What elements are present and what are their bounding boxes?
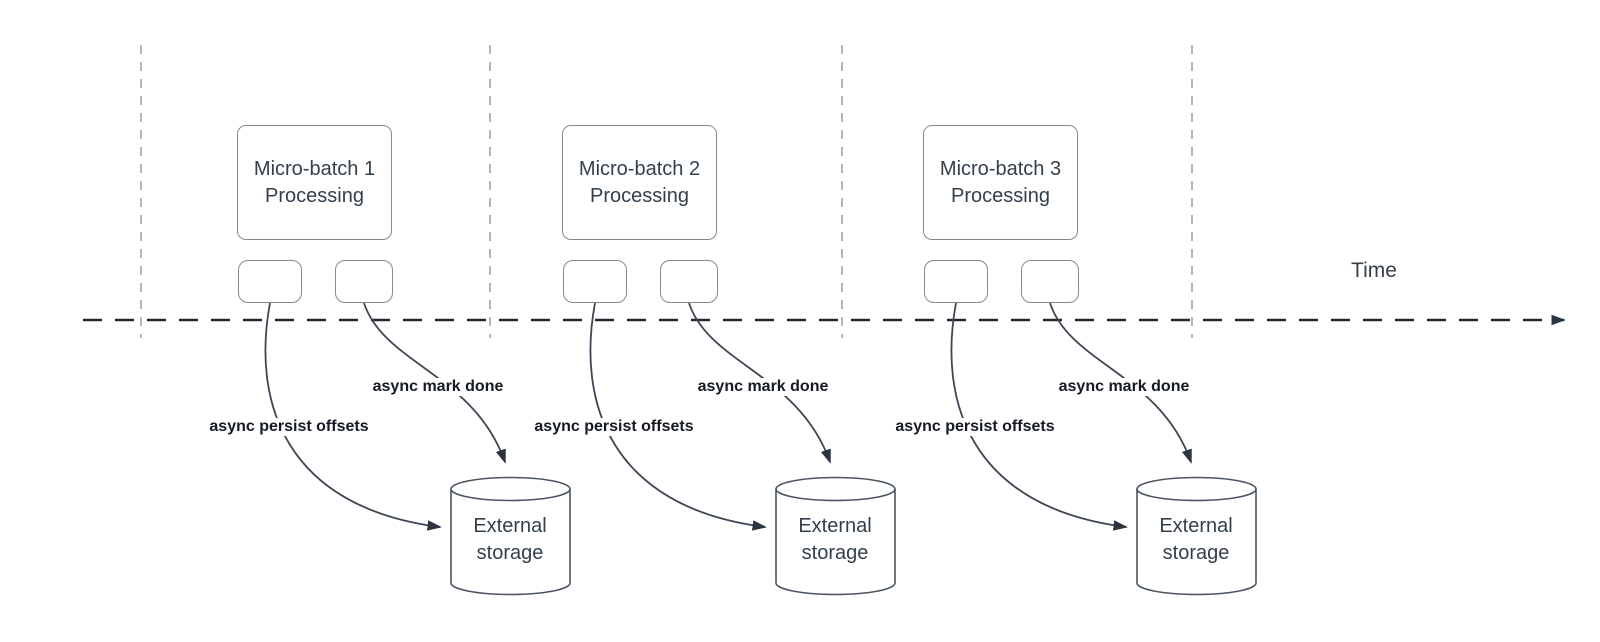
micro-batch-1-processing-box: Micro-batch 1 Processing (237, 125, 392, 240)
micro-batch-2-processing-box: Micro-batch 2 Processing (562, 125, 717, 240)
async-persist-offsets-label-3: async persist offsets (892, 418, 1058, 436)
micro-batch-2-offset-slot (563, 260, 627, 303)
micro-batch-1-offset-slot (238, 260, 302, 303)
micro-batch-3-processing-box: Micro-batch 3 Processing (923, 125, 1078, 240)
external-storage-cylinder-2 (775, 476, 896, 596)
async-persist-offsets-label-1: async persist offsets (206, 418, 372, 436)
mark-done-arrow-3 (1049, 302, 1192, 462)
external-storage-label-3: External storage (1159, 515, 1233, 564)
async-mark-done-label-1: async mark done (369, 378, 507, 396)
external-storage-label-2: External storage (798, 515, 872, 564)
mark-done-arrow-1 (363, 302, 506, 462)
external-storage-cylinder-3 (1136, 476, 1257, 596)
time-axis-label: Time (1351, 259, 1397, 282)
micro-batch-2-done-slot (660, 260, 718, 303)
micro-batch-3-offset-slot (924, 260, 988, 303)
async-persist-offsets-label-2: async persist offsets (531, 418, 697, 436)
persist-offsets-arrow-3 (950, 302, 1126, 527)
external-storage-cylinder-1 (450, 476, 571, 596)
micro-batch-1-done-slot (335, 260, 393, 303)
async-mark-done-label-2: async mark done (694, 378, 832, 396)
async-mark-done-label-3: async mark done (1055, 378, 1193, 396)
persist-offsets-arrow-1 (264, 302, 440, 527)
external-storage-label-1: External storage (473, 515, 547, 564)
persist-offsets-arrow-2 (589, 302, 765, 527)
micro-batch-3-done-slot (1021, 260, 1079, 303)
mark-done-arrow-2 (688, 302, 831, 462)
